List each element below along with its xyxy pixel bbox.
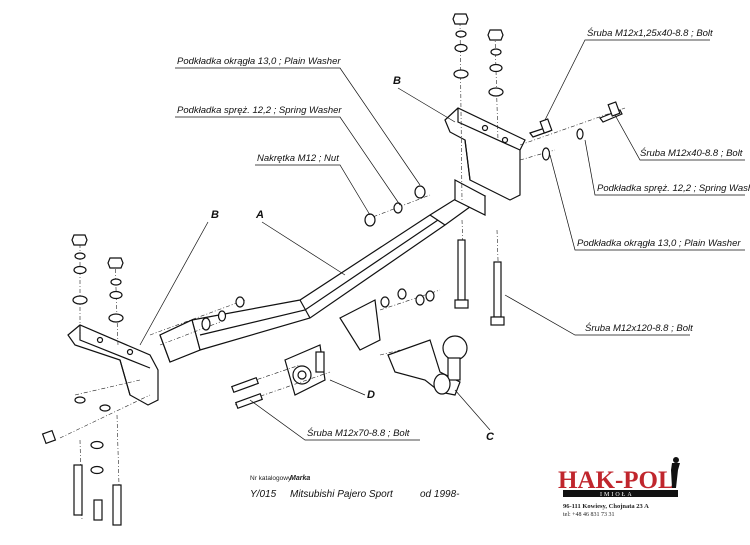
letter-a: A	[255, 209, 264, 221]
company-name: HAK-POL	[558, 467, 675, 494]
catalog-year: od 1998-	[420, 489, 460, 500]
fasteners-center	[230, 185, 435, 410]
fasteners-left	[41, 234, 245, 526]
callout-labels: Podkładka okrągła 13,0 ; Plain Washer Po…	[177, 27, 750, 439]
company-address: 96-111 Kowiesy, Chojnata 23 A	[563, 503, 649, 510]
hook-logo-icon	[671, 463, 680, 488]
crossbar-a	[159, 179, 487, 363]
label-bolt-m12x125: Śruba M12x1,25x40-8.8 ; Bolt	[587, 27, 713, 39]
company-logo: HAK-POL IMIOŁA 96-111 Kowiesy, Chojnata …	[558, 457, 680, 518]
letter-b-right: B	[393, 75, 401, 87]
label-spring-washer-top: Podkładka spręż. 12,2 ; Spring Washer	[177, 105, 342, 116]
letter-d: D	[367, 389, 375, 401]
label-plain-washer-right: Podkładka okrągła 13,0 ; Plain Washer	[577, 238, 741, 249]
catalog-marka-label: Marka	[290, 475, 310, 482]
label-plain-washer-top: Podkładka okrągła 13,0 ; Plain Washer	[177, 56, 341, 67]
label-bolt-m12x70: Śruba M12x70-8.8 ; Bolt	[307, 427, 410, 439]
catalog-number: Y/015	[250, 489, 277, 500]
label-nut: Nakrętka M12 ; Nut	[257, 153, 339, 164]
bracket-b-left	[67, 324, 159, 406]
catalog-vehicle: Mitsubishi Pajero Sport	[290, 489, 394, 500]
fasteners-right-top	[452, 13, 623, 326]
ball-logo-icon	[673, 457, 679, 463]
label-bolt-m12x120: Śruba M12x120-8.8 ; Bolt	[585, 322, 693, 334]
company-subname: IMIOŁA	[600, 492, 634, 498]
hitch-mount-d	[284, 299, 381, 396]
catalog-nr-label: Nr katalogowy	[250, 475, 292, 482]
company-phone: tel: +48 46 831 73 31	[563, 512, 615, 518]
logo-bar	[563, 490, 678, 497]
part-letters: B B A D C	[211, 75, 495, 443]
label-spring-washer-right: Podkładka spręż. 12,2 ; Spring Washer	[597, 183, 750, 194]
leader-lines	[139, 39, 745, 441]
towball-c	[387, 335, 468, 396]
letter-b-left: B	[211, 209, 219, 221]
assembly-axes	[59, 21, 626, 521]
label-bolt-m12x40: Śruba M12x40-8.8 ; Bolt	[640, 147, 743, 159]
letter-c: C	[486, 431, 495, 443]
bracket-b-right	[444, 107, 526, 201]
catalog-block: Nr katalogowy Marka Y/015 Mitsubishi Paj…	[250, 475, 460, 500]
